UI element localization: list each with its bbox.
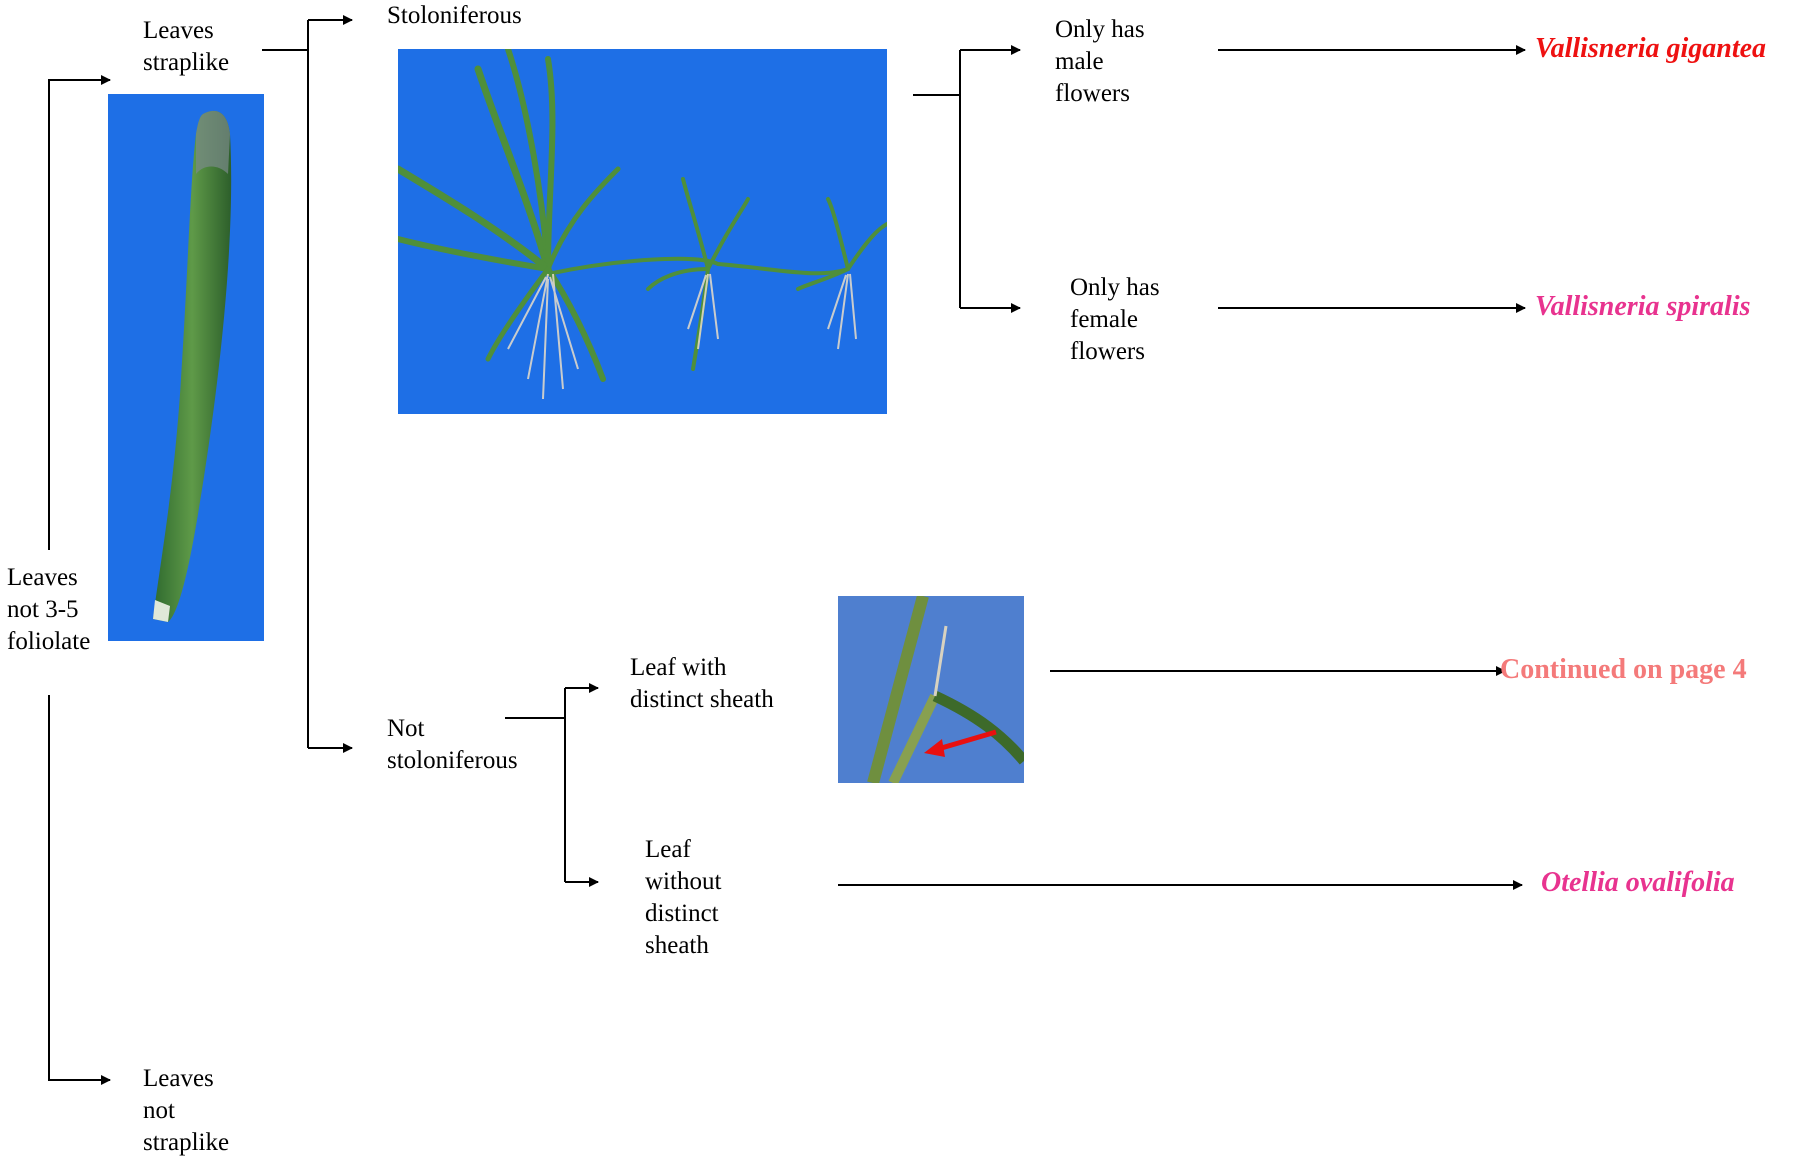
arrow-to-not-straplike xyxy=(48,695,111,1085)
node-not-stoloniferous: Not stoloniferous xyxy=(387,715,518,774)
node-female-flowers: Only has female flowers xyxy=(1070,274,1160,365)
result-continued-on-page-4: Continued on page 4 xyxy=(1500,654,1747,685)
node-male-flowers: Only has male flowers xyxy=(1055,16,1145,107)
stoloniferous-plant-photo xyxy=(398,49,887,414)
node-leaves-straplike: Leaves straplike xyxy=(143,17,230,76)
result-otellia-ovalifolia: Otellia ovalifolia xyxy=(1541,867,1735,898)
node-leaf-with-sheath: Leaf with distinct sheath xyxy=(630,654,774,713)
leaf-sheath-photo xyxy=(838,596,1024,783)
node-root: Leaves not 3-5 foliolate xyxy=(7,564,91,655)
result-vallisneria-spiralis: Vallisneria spiralis xyxy=(1535,291,1751,322)
pointer-arrow xyxy=(924,729,997,757)
result-vallisneria-gigantea: Vallisneria gigantea xyxy=(1535,33,1767,64)
node-leaves-not-straplike: Leaves not straplike xyxy=(143,1065,230,1156)
single-leaf-photo xyxy=(108,94,264,641)
node-leaf-without-sheath: Leaf without distinct sheath xyxy=(645,836,722,959)
arrow-to-straplike xyxy=(48,75,111,550)
node-stoloniferous: Stoloniferous xyxy=(387,2,522,29)
